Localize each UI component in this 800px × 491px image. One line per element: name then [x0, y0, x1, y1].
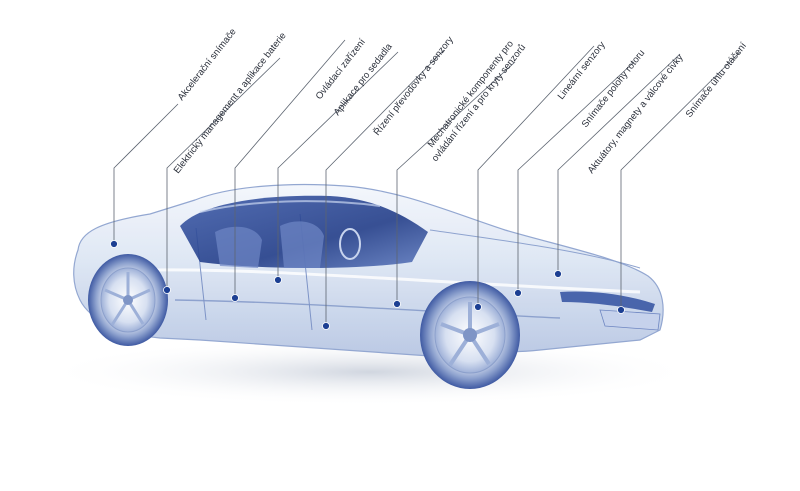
dot-prevodovky [322, 322, 330, 330]
dot-aktuatory [554, 270, 562, 278]
ground-shadow [40, 338, 700, 406]
dot-mechatronicke [393, 300, 401, 308]
dot-uhel [617, 306, 625, 314]
leader-baterie [166, 57, 281, 290]
label-akcelerace: Akcelerační snímače [176, 27, 239, 103]
dot-akcelerace [110, 240, 118, 248]
dot-baterie [163, 286, 171, 294]
car-cabin [180, 195, 428, 268]
dot-rotor [514, 289, 522, 297]
label-uhel: Snímače úhlu otáčení [684, 40, 749, 119]
front-grille [599, 309, 661, 331]
label-baterie: Elektrický management a aplikace baterie [172, 31, 289, 176]
label-sedadla: Aplikace pro sedadla [332, 41, 395, 118]
dot-ovladaci [231, 294, 239, 302]
leader-linearni [477, 45, 595, 307]
labels: Akcelerační snímače Elektrický managemen… [172, 27, 749, 176]
dot-sedadla [274, 276, 282, 284]
leader-rotor [517, 61, 635, 293]
leader-lines [110, 39, 741, 330]
leader-ovladaci [234, 39, 346, 298]
leader-aktuatory [557, 53, 681, 274]
dot-linearni [474, 303, 482, 311]
front-wheel [420, 281, 520, 389]
label-linearni: Lineární senzory [556, 40, 608, 102]
leader-sedadla [277, 51, 399, 280]
leader-akcelerace [113, 103, 179, 244]
headlight [560, 291, 655, 312]
label-mechatronicke-line2: ovládání řízení a pro kryty senzorů [430, 42, 528, 164]
rear-wheel [88, 254, 168, 346]
leader-uhel [620, 51, 741, 310]
leader-mechatronicke [396, 61, 516, 304]
leader-prevodovky [325, 49, 445, 326]
